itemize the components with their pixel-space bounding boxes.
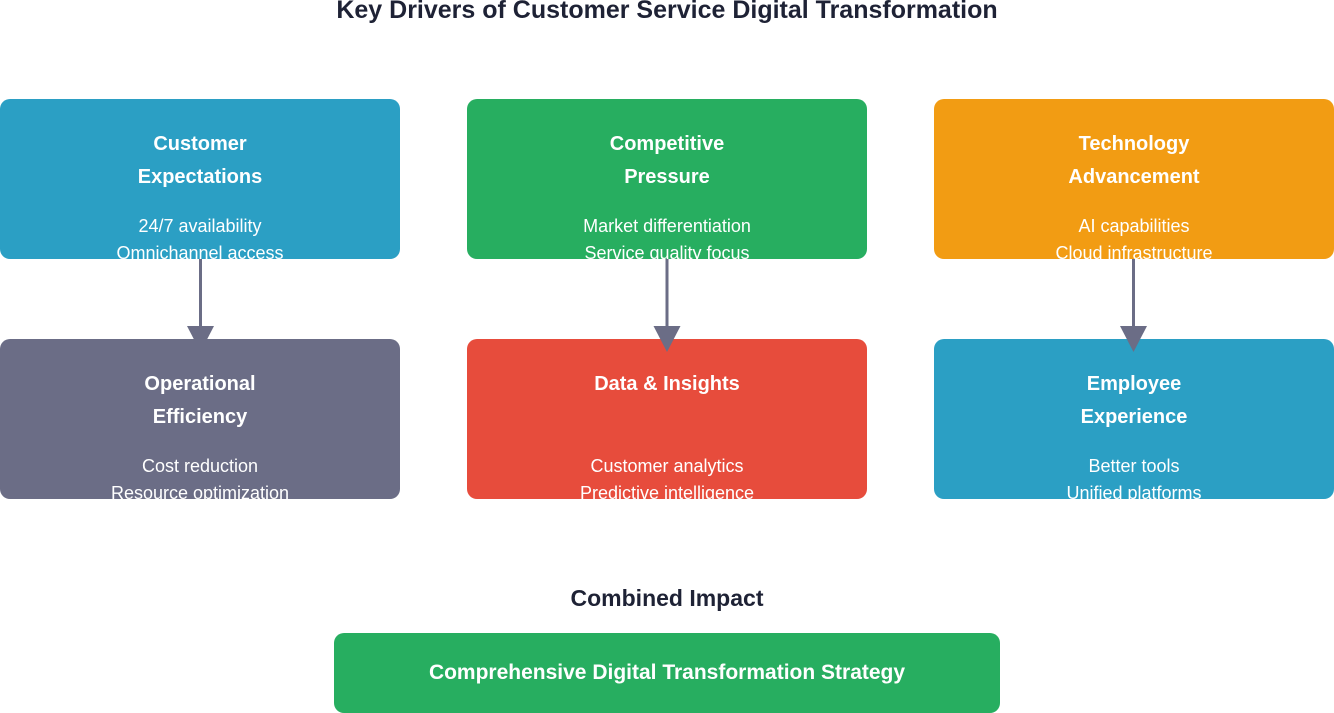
driver-technology-advancement: Technology Advancement AI capabilities C… xyxy=(934,99,1334,259)
driver-item: 24/7 availability xyxy=(138,216,262,236)
outcome-item: Better tools xyxy=(1088,456,1180,476)
driver-item: Market differentiation xyxy=(583,216,751,236)
driver-item: Omnichannel access xyxy=(116,243,284,259)
outcome-operational-efficiency: Operational Efficiency Cost reduction Re… xyxy=(0,339,400,499)
diagram-title: Key Drivers of Customer Service Digital … xyxy=(336,0,998,24)
outcome-heading-line-1: Operational xyxy=(144,373,256,395)
driver-heading-line-1: Customer xyxy=(153,133,247,155)
outcome-heading-line-1: Data & Insights xyxy=(594,373,740,395)
driver-heading-line-2: Pressure xyxy=(624,166,710,188)
driver-heading-line-2: Advancement xyxy=(1068,166,1200,188)
outcome-employee-experience: Employee Experience Better tools Unified… xyxy=(934,339,1334,499)
outcome-item: Resource optimization xyxy=(110,483,290,499)
driver-item: Cloud infrastructure xyxy=(1055,243,1213,259)
strategy-box: Comprehensive Digital Transformation Str… xyxy=(334,633,1000,713)
driver-customer-expectations: Customer Expectations 24/7 availability … xyxy=(0,99,400,259)
driver-competitive-pressure: Competitive Pressure Market differentiat… xyxy=(467,99,867,259)
driver-heading-line-1: Competitive xyxy=(609,133,725,155)
driver-heading-line-2: Expectations xyxy=(137,166,263,188)
driver-item: AI capabilities xyxy=(1078,216,1190,236)
outcome-heading-line-1: Employee xyxy=(1086,373,1182,395)
outcome-heading-line-2: Efficiency xyxy=(152,406,248,428)
outcome-item: Customer analytics xyxy=(590,456,744,476)
outcome-item: Cost reduction xyxy=(141,456,259,476)
combined-impact-label: Combined Impact xyxy=(570,585,764,611)
driver-item: Service quality focus xyxy=(584,243,750,259)
outcome-item: Unified platforms xyxy=(1066,483,1202,499)
outcome-data-insights: Data & Insights Customer analytics Predi… xyxy=(467,339,867,499)
outcome-heading-line-2: Experience xyxy=(1080,406,1188,428)
outcome-item: Predictive intelligence xyxy=(579,483,755,499)
driver-heading-line-1: Technology xyxy=(1078,133,1190,155)
